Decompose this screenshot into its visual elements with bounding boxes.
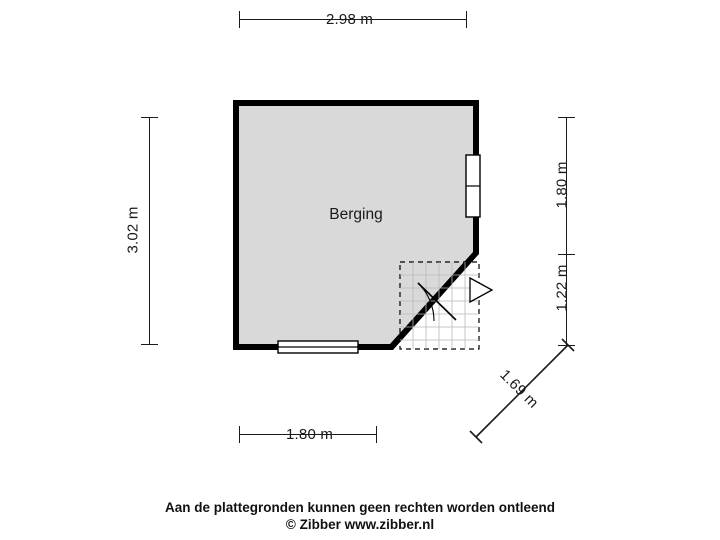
door-swing-arc — [417, 282, 435, 322]
footer-copyright: © Zibber www.zibber.nl — [285, 517, 435, 532]
room-label-berging: Berging — [329, 206, 383, 223]
outdoor-area-hatch — [400, 262, 479, 349]
dimension-tick-bottom-left — [239, 426, 240, 443]
footer-disclaimer: Aan de plattegronden kunnen geen rechten… — [164, 500, 556, 515]
floor-area — [239, 106, 473, 344]
dimension-tick-top-left — [239, 11, 240, 28]
dimension-tick-top-right — [466, 11, 467, 28]
dimension-tick-right-upper-top — [558, 117, 575, 118]
dimension-line-top — [239, 19, 466, 20]
dimension-tick-bottom-right — [376, 426, 377, 443]
door-leaf — [417, 282, 457, 321]
dimension-line-right-upper — [566, 117, 567, 254]
outdoor-area-dashed — [399, 261, 480, 350]
dimension-line-bottom — [239, 434, 376, 435]
dimension-tick-left-top — [141, 117, 158, 118]
dimension-line-right-lower — [566, 254, 567, 346]
dimension-tick-left-bottom — [141, 344, 158, 345]
direction-arrow-icon — [469, 276, 494, 304]
dimension-line-left — [149, 117, 150, 344]
